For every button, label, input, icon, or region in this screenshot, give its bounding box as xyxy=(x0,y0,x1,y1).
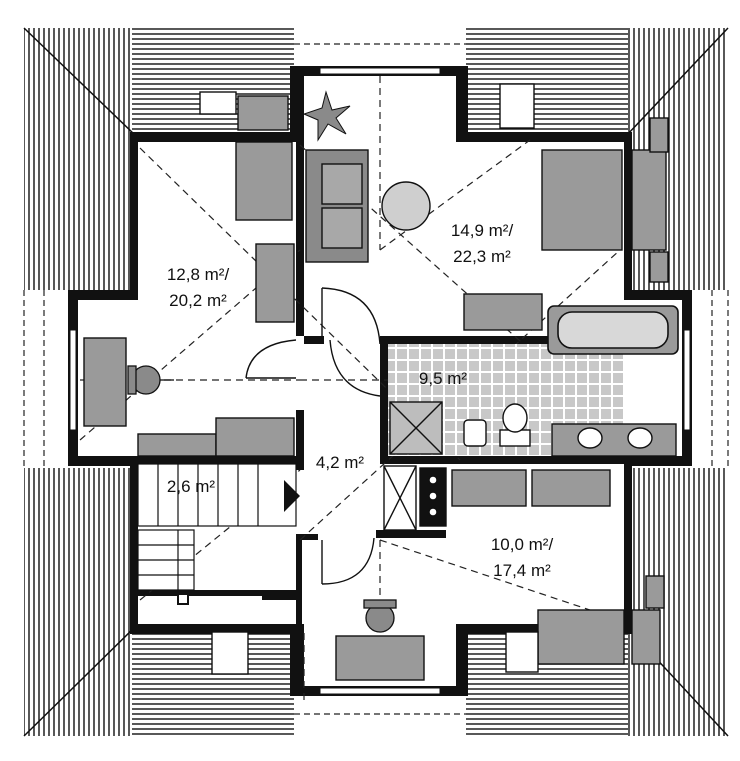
bidet xyxy=(463,419,487,447)
roof-top-left xyxy=(23,27,294,290)
staircase xyxy=(137,463,297,591)
stair-rail xyxy=(262,594,296,600)
furniture-hall-bottom xyxy=(211,631,425,681)
toilet-icon xyxy=(499,403,531,447)
chair-icon xyxy=(127,365,174,395)
stair-post xyxy=(177,593,189,605)
plant-icon xyxy=(302,90,351,142)
cabinet xyxy=(383,465,417,531)
bathtub-icon xyxy=(547,305,679,355)
interior-walls xyxy=(136,140,632,626)
roof-bottom-left xyxy=(23,468,294,737)
furniture-top-bedroom xyxy=(305,83,669,331)
chair-icon xyxy=(363,599,397,633)
doors xyxy=(245,287,381,585)
roof-edge-dashes xyxy=(23,43,729,715)
roof-bottom-right xyxy=(466,468,729,737)
windows xyxy=(69,67,691,695)
furniture-left-bedroom xyxy=(83,91,295,457)
vanity-counter xyxy=(551,423,677,457)
sink-icon xyxy=(577,427,653,449)
furniture-bottom-bedroom xyxy=(451,469,665,673)
arrow-right-icon xyxy=(284,480,300,512)
stove-icon xyxy=(419,467,447,527)
roof-top-right xyxy=(466,27,729,290)
shower-icon xyxy=(389,401,443,455)
